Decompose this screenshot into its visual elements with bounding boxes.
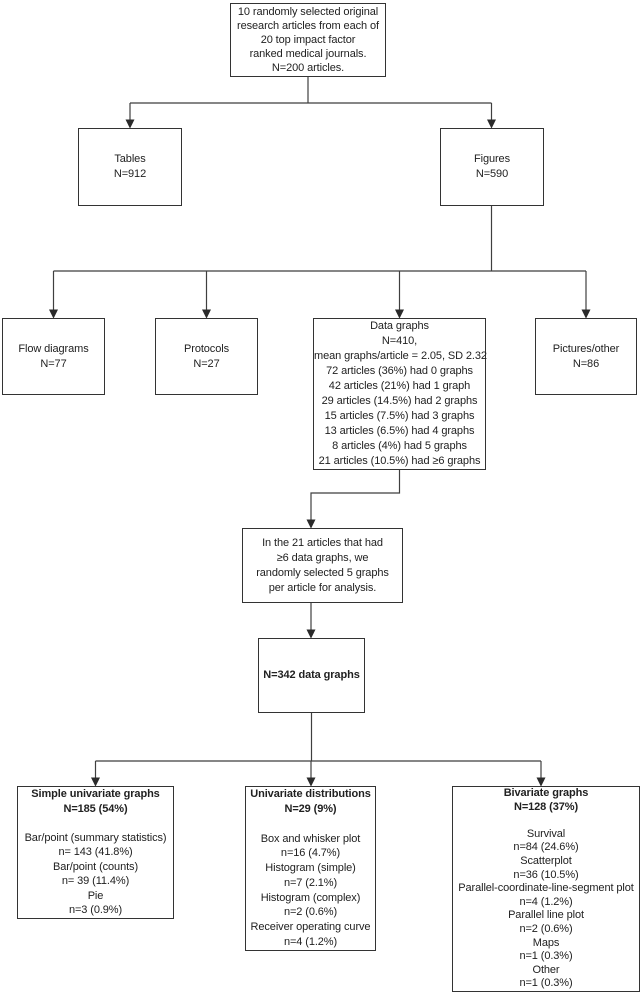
box-figures: Figures N=590 [440, 128, 544, 206]
box-title-line: N=185 (54%) [63, 802, 128, 815]
box-line: Other [532, 963, 560, 976]
connector-arrowhead [487, 119, 496, 129]
box-line: n=7 (2.1%) [283, 876, 338, 889]
box-data-graphs: Data graphs N=410, mean graphs/article =… [313, 318, 487, 470]
box-line: In the 21 articles that had [262, 536, 383, 549]
box-line: per article for analysis. [268, 581, 377, 594]
box-spacer-line [246, 817, 375, 832]
box-line: n=1 (0.3%) [519, 977, 573, 990]
box-line: 42 articles (21%) had 1 graph [328, 380, 471, 392]
box-title-line: Simple univariate graphs [31, 788, 160, 801]
box-line: n=2 (0.6%) [519, 922, 573, 935]
box-line: Pictures/other [552, 342, 620, 355]
box-protocols: Protocols N=27 [155, 318, 258, 395]
box-title-line: N=29 (9%) [284, 802, 337, 815]
box-line: N=200 articles. [271, 62, 345, 74]
box-line: Parallel line plot [508, 909, 584, 922]
box-line: 13 articles (6.5%) had 4 graphs [324, 425, 475, 437]
box-line: Histogram (simple) [265, 862, 356, 875]
box-line: N=77 [40, 357, 67, 370]
box-line: n= 39 (11.4%) [61, 875, 130, 888]
box-line: 10 randomly selected original [237, 6, 379, 18]
box-line: 72 articles (36%) had 0 graphs [326, 365, 473, 377]
box-line: N=86 [572, 357, 600, 370]
box-line: Parallel-coordinate-line-segment plot [458, 882, 634, 895]
box-total-data-graphs: N=342 data graphs [258, 638, 365, 713]
box-line: n=4 (1.2%) [283, 936, 338, 949]
box-univariate-distributions: Univariate distributions N=29 (9%) Box a… [245, 786, 376, 951]
box-title-line: N=342 data graphs [263, 669, 360, 681]
box-line: mean graphs/article = 2.05, SD 2.32 [314, 350, 487, 362]
connector-arrowhead [581, 309, 591, 319]
box-line: research articles from each of [237, 20, 379, 32]
connector-arrowhead [306, 777, 316, 787]
box-line: randomly selected 5 graphs [256, 566, 389, 579]
connector-arrowhead [306, 519, 316, 529]
box-line: ≥6 data graphs, we [276, 551, 369, 564]
box-line: Figures [474, 153, 510, 165]
box-line: Data graphs [370, 320, 429, 332]
box-line: ranked medical journals. [249, 48, 367, 60]
connector-line [310, 470, 401, 521]
box-line: n=3 (0.9%) [68, 904, 123, 917]
box-line: Box and whisker plot [260, 832, 361, 845]
box-line: n=2 (0.6%) [283, 906, 338, 919]
box-source-articles: 10 randomly selected original research a… [230, 3, 386, 77]
box-line: N=27 [193, 357, 220, 370]
box-line: n=16 (4.7%) [280, 847, 341, 860]
box-flow-diagrams: Flow diagrams N=77 [2, 318, 105, 395]
box-line: N=912 [113, 168, 147, 180]
box-line: 21 articles (10.5%) had ≥6 graphs [318, 455, 481, 467]
box-line: Survival [526, 827, 566, 840]
box-line: Flow diagrams [18, 342, 89, 355]
box-line: Protocols [184, 342, 229, 355]
box-line: n=84 (24.6%) [513, 841, 579, 854]
box-line: Histogram (complex) [260, 891, 361, 904]
box-line: N=410, [381, 335, 418, 347]
box-simple-univariate: Simple univariate graphs N=185 (54%) Bar… [17, 786, 174, 919]
box-spacer-line [453, 814, 639, 828]
box-line: Bar/point (counts) [52, 860, 139, 873]
box-line: N=590 [475, 168, 509, 180]
connector-arrowhead [536, 777, 546, 787]
box-line: Bar/point (summary statistics) [24, 831, 167, 844]
box-bivariate-graphs: Bivariate graphs N=128 (37%) Survival n=… [452, 786, 640, 992]
box-line: 29 articles (14.5%) had 2 graphs [321, 395, 478, 407]
box-selection-note: In the 21 articles that had ≥6 data grap… [242, 528, 403, 603]
box-line: Maps [532, 936, 560, 949]
connector-arrowhead [306, 629, 316, 639]
box-line: 15 articles (7.5%) had 3 graphs [324, 410, 475, 422]
box-title-line: Bivariate graphs [503, 787, 589, 800]
box-line: n=36 (10.5%) [513, 868, 579, 881]
box-line: Receiver operating curve [250, 921, 371, 934]
box-line: 8 articles (4%) had 5 graphs [332, 440, 467, 452]
connector-arrowhead [125, 119, 135, 129]
box-title-line: Univariate distributions [250, 788, 371, 801]
box-line: n= 143 (41.8%) [58, 846, 133, 859]
box-spacer-line [18, 816, 173, 831]
box-line: Scatterplot [520, 855, 572, 868]
connector-arrowhead [49, 309, 58, 319]
connector-arrowhead [395, 309, 404, 319]
box-tables: Tables N=912 [78, 128, 182, 206]
box-line: Pie [87, 889, 104, 902]
box-line: Tables [114, 153, 146, 165]
connector-arrowhead [202, 309, 211, 319]
box-line: n=1 (0.3%) [519, 950, 573, 963]
box-line: n=4 (1.2%) [519, 895, 573, 908]
box-title-line: N=128 (37%) [513, 800, 579, 813]
connector-arrowhead [91, 777, 100, 787]
box-pictures-other: Pictures/other N=86 [535, 318, 637, 395]
box-line: 20 top impact factor [260, 34, 356, 46]
